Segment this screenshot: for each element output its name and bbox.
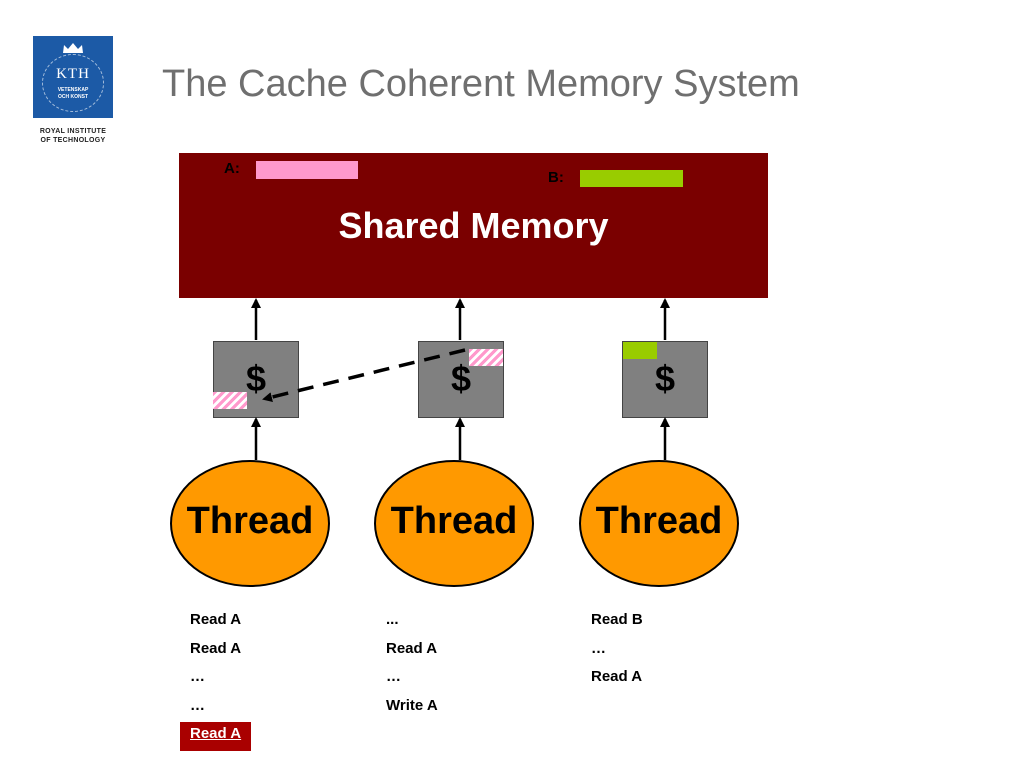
logo-ring: [42, 54, 104, 112]
cache-1: $: [213, 341, 299, 418]
cache-2: $: [418, 341, 504, 418]
shared-memory-label: Shared Memory: [338, 205, 609, 246]
thread-1-label: Thread: [186, 500, 314, 542]
shared-memory: A: B: Shared Memory: [179, 153, 768, 298]
logo-motto-1: VETENSKAP: [57, 87, 89, 93]
cache-1-line-a-invalid: [213, 392, 247, 409]
op-item: Read B: [591, 611, 643, 628]
cache-1-label: $: [245, 358, 267, 399]
cache-3-label: $: [654, 358, 676, 399]
invalidation-arrow: [262, 348, 466, 402]
var-b-label: B:: [548, 169, 564, 186]
kth-logo: KTH VETENSKAP OCH KONST: [33, 36, 113, 118]
op-item: …: [190, 696, 205, 714]
thread-1-ops: Read A Read A … … Read A: [180, 608, 252, 751]
thread-1: Thread: [170, 460, 330, 587]
op-item: …: [591, 639, 606, 657]
slide-title: The Cache Coherent Memory System: [162, 63, 800, 105]
institution-name-1: ROYAL INSTITUTE: [39, 128, 107, 135]
crown-icon: [63, 43, 83, 53]
var-b-block: [580, 170, 683, 187]
cache-2-line-a: [469, 349, 503, 366]
op-item: Read A: [190, 611, 242, 628]
cache-3-line-b: [623, 342, 657, 359]
op-item: …: [386, 668, 401, 685]
thread-2-ops: ... Read A … Write A: [386, 608, 438, 722]
op-item: Read A: [190, 639, 242, 657]
thread-2: Thread: [374, 460, 534, 587]
var-a-label: A:: [224, 160, 240, 177]
op-item: …: [190, 668, 205, 685]
op-item: Write A: [386, 696, 438, 714]
thread-3: Thread: [579, 460, 739, 587]
thread-2-label: Thread: [390, 500, 518, 542]
cache-2-label: $: [450, 358, 472, 399]
institution-name-2: OF TECHNOLOGY: [40, 137, 106, 144]
cache-3: $: [622, 341, 708, 418]
op-item: Read A: [386, 639, 438, 657]
logo-monogram: KTH: [56, 66, 90, 82]
var-a-block: [256, 161, 358, 179]
logo-motto-2: OCH KONST: [58, 94, 88, 100]
thread-3-label: Thread: [595, 500, 723, 542]
thread-3-ops: Read B … Read A: [591, 608, 643, 694]
op-item-highlighted: Read A: [180, 722, 252, 751]
op-item: ...: [386, 611, 399, 628]
op-item: Read A: [591, 668, 643, 685]
